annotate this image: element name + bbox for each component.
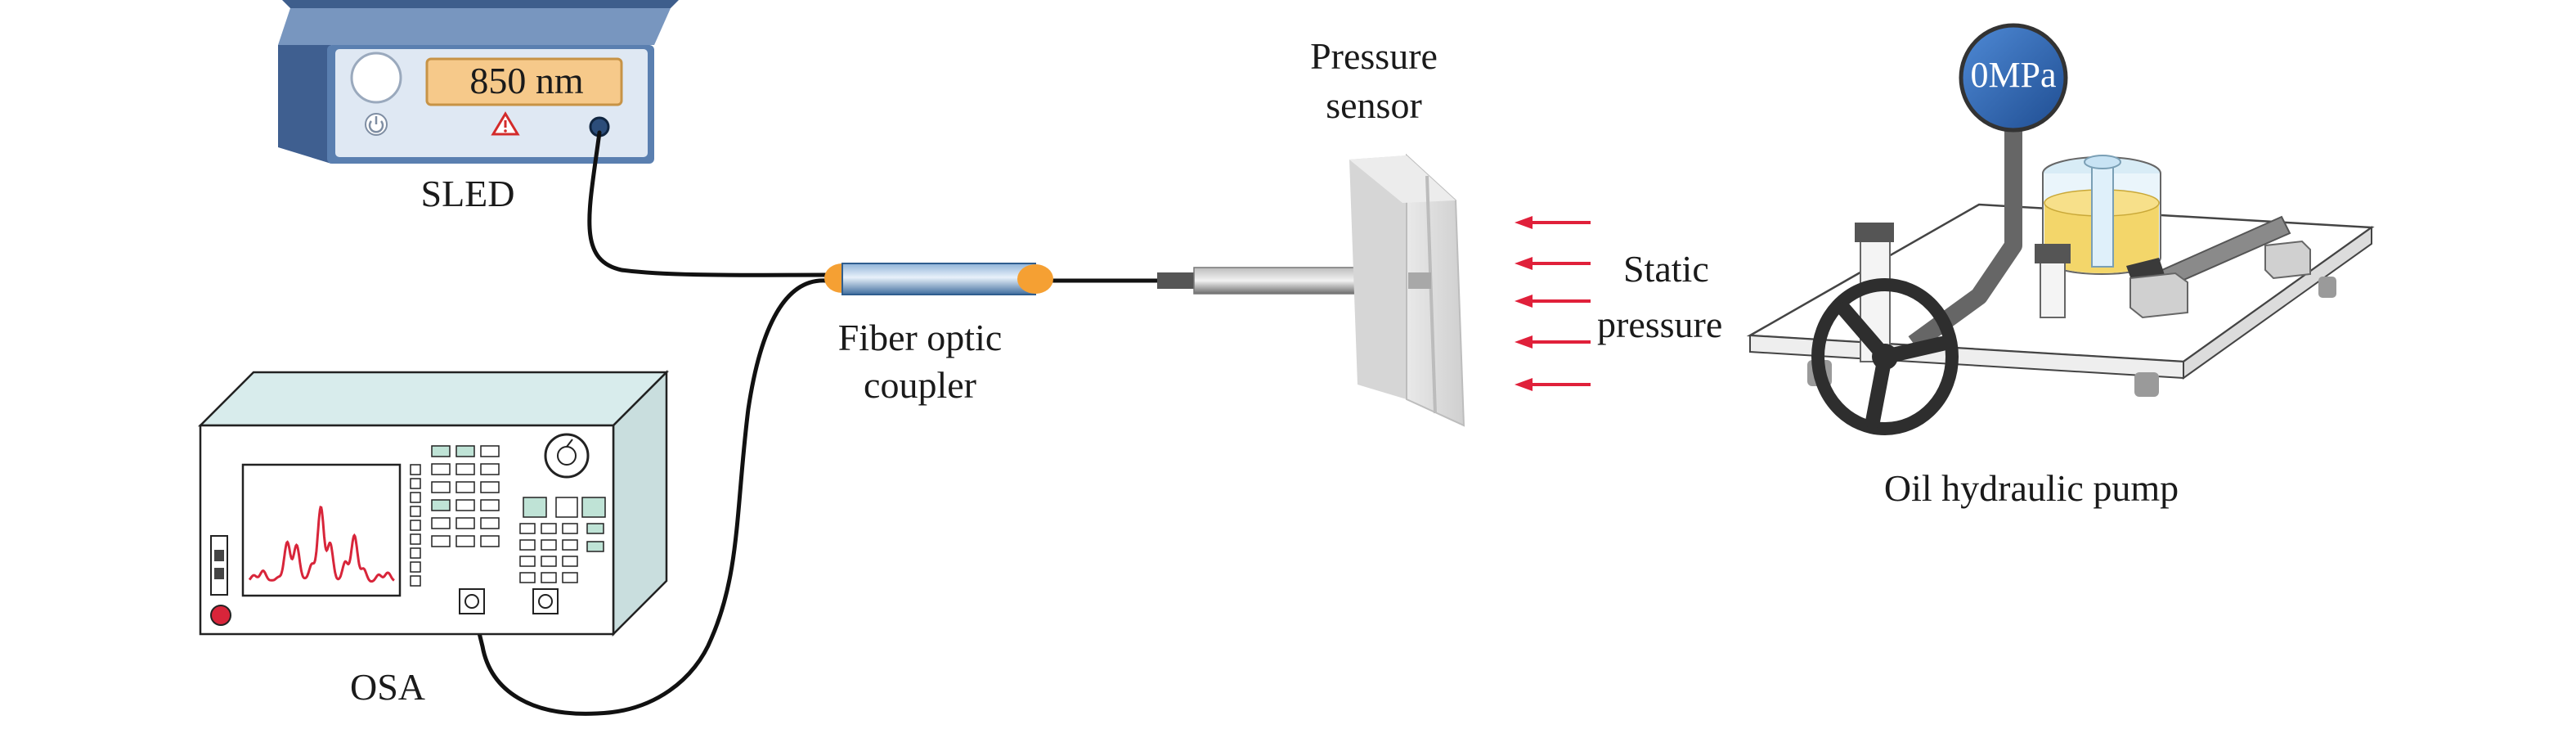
- pump-handwheel: [1811, 278, 1959, 435]
- pump-label: Oil hydraulic pump: [1883, 467, 2179, 509]
- static-label-line2: pressure: [1597, 304, 1723, 345]
- pressure-gauge: [1959, 23, 2068, 133]
- fibers: [469, 130, 1160, 716]
- hydraulic-pump: [1746, 23, 2375, 435]
- sensor-diaphragm: [1425, 175, 1437, 414]
- pump-foot: [2318, 277, 2336, 298]
- osa-key: [431, 517, 451, 529]
- reservoir-piston: [2091, 160, 2114, 268]
- red-arrow-icon: [1515, 378, 1591, 391]
- osa-key: [541, 556, 557, 567]
- osa-key: [541, 539, 557, 551]
- osa-key: [431, 463, 451, 475]
- osa-key: [480, 463, 500, 475]
- sled-top-edge: [282, 0, 679, 8]
- osa-key: [456, 481, 475, 493]
- sled-side-face: [278, 45, 331, 164]
- osa-key: [431, 499, 451, 511]
- fiber-osa-to-coupler: [469, 278, 828, 716]
- osa-power-button: [210, 605, 231, 626]
- coupler-label-line2: coupler: [864, 364, 976, 406]
- osa-key: [562, 556, 578, 567]
- osa-key: [480, 535, 500, 547]
- pump-right-cap: [2035, 244, 2071, 263]
- static-label-line1: Static: [1623, 248, 1709, 290]
- osa-key: [519, 523, 536, 534]
- osa-key: [519, 556, 536, 567]
- osa-key: [410, 561, 421, 573]
- osa-key: [410, 533, 421, 545]
- osa-keypad: [410, 445, 606, 587]
- red-arrow-icon: [1515, 335, 1591, 349]
- gauge-reading: 0MPa: [1970, 55, 2057, 95]
- osa-key: [541, 523, 557, 534]
- osa-spectrum-trace: [248, 505, 395, 583]
- sensor-block-side: [1349, 155, 1407, 399]
- osa-slot: [210, 535, 228, 596]
- pump-block: [2129, 272, 2188, 319]
- pump-left-cap: [1855, 223, 1894, 242]
- osa-label: OSA: [349, 666, 426, 708]
- osa-key: [586, 523, 604, 534]
- static-pressure-arrows: [1515, 216, 1591, 391]
- sled-knob: [350, 52, 402, 104]
- osa-screen: [241, 463, 402, 597]
- osa-key: [410, 492, 421, 503]
- pump-block: [2264, 240, 2311, 280]
- osa-key: [410, 547, 421, 559]
- sled-device: [278, 0, 679, 164]
- osa-key: [562, 572, 578, 583]
- osa-key: [456, 535, 475, 547]
- osa-key: [431, 445, 451, 457]
- probe-ferrule: [1157, 272, 1196, 289]
- osa-key: [480, 499, 500, 511]
- osa-top-face: [197, 371, 670, 427]
- osa-key: [480, 517, 500, 529]
- sled-display: [425, 57, 623, 106]
- osa-key: [456, 517, 475, 529]
- osa-key: [541, 572, 557, 583]
- red-arrow-icon: [1515, 216, 1591, 229]
- osa-key: [519, 539, 536, 551]
- osa-key: [480, 445, 500, 457]
- osa-key: [519, 572, 536, 583]
- sensor-label-line1: Pressure: [1310, 35, 1438, 77]
- osa-key: [523, 497, 547, 518]
- power-icon: [365, 113, 388, 136]
- pressure-sensor: [1157, 153, 1465, 427]
- fiber-coupler: [824, 263, 1053, 295]
- warning-icon: [491, 111, 520, 136]
- osa-device: [197, 369, 670, 637]
- sled-wavelength-readout: 850 nm: [469, 60, 584, 101]
- osa-key: [562, 523, 578, 534]
- coupler-label-line1: Fiber optic: [837, 317, 1003, 358]
- sensor-label-line2: sensor: [1326, 84, 1422, 126]
- osa-key: [456, 463, 475, 475]
- fiber-sled-to-coupler: [587, 130, 828, 277]
- osa-key: [410, 506, 421, 517]
- osa-key: [480, 481, 500, 493]
- pump-foot: [2134, 372, 2159, 397]
- osa-key: [581, 497, 606, 518]
- probe-tip: [1408, 272, 1431, 289]
- osa-key: [562, 539, 578, 551]
- osa-key: [586, 541, 604, 552]
- osa-key: [431, 481, 451, 493]
- osa-key: [410, 478, 421, 489]
- sled-top-face: [278, 8, 671, 45]
- osa-key: [410, 575, 421, 587]
- sled-label: SLED: [420, 173, 515, 214]
- coupler-body: [841, 263, 1036, 295]
- osa-key: [410, 464, 421, 475]
- osa-key: [456, 445, 475, 457]
- osa-key: [555, 497, 578, 518]
- red-arrow-icon: [1515, 257, 1591, 270]
- osa-key: [410, 520, 421, 531]
- coupler-cap-right: [1017, 264, 1053, 294]
- osa-key: [456, 499, 475, 511]
- osa-key: [431, 535, 451, 547]
- red-arrow-icon: [1515, 295, 1591, 308]
